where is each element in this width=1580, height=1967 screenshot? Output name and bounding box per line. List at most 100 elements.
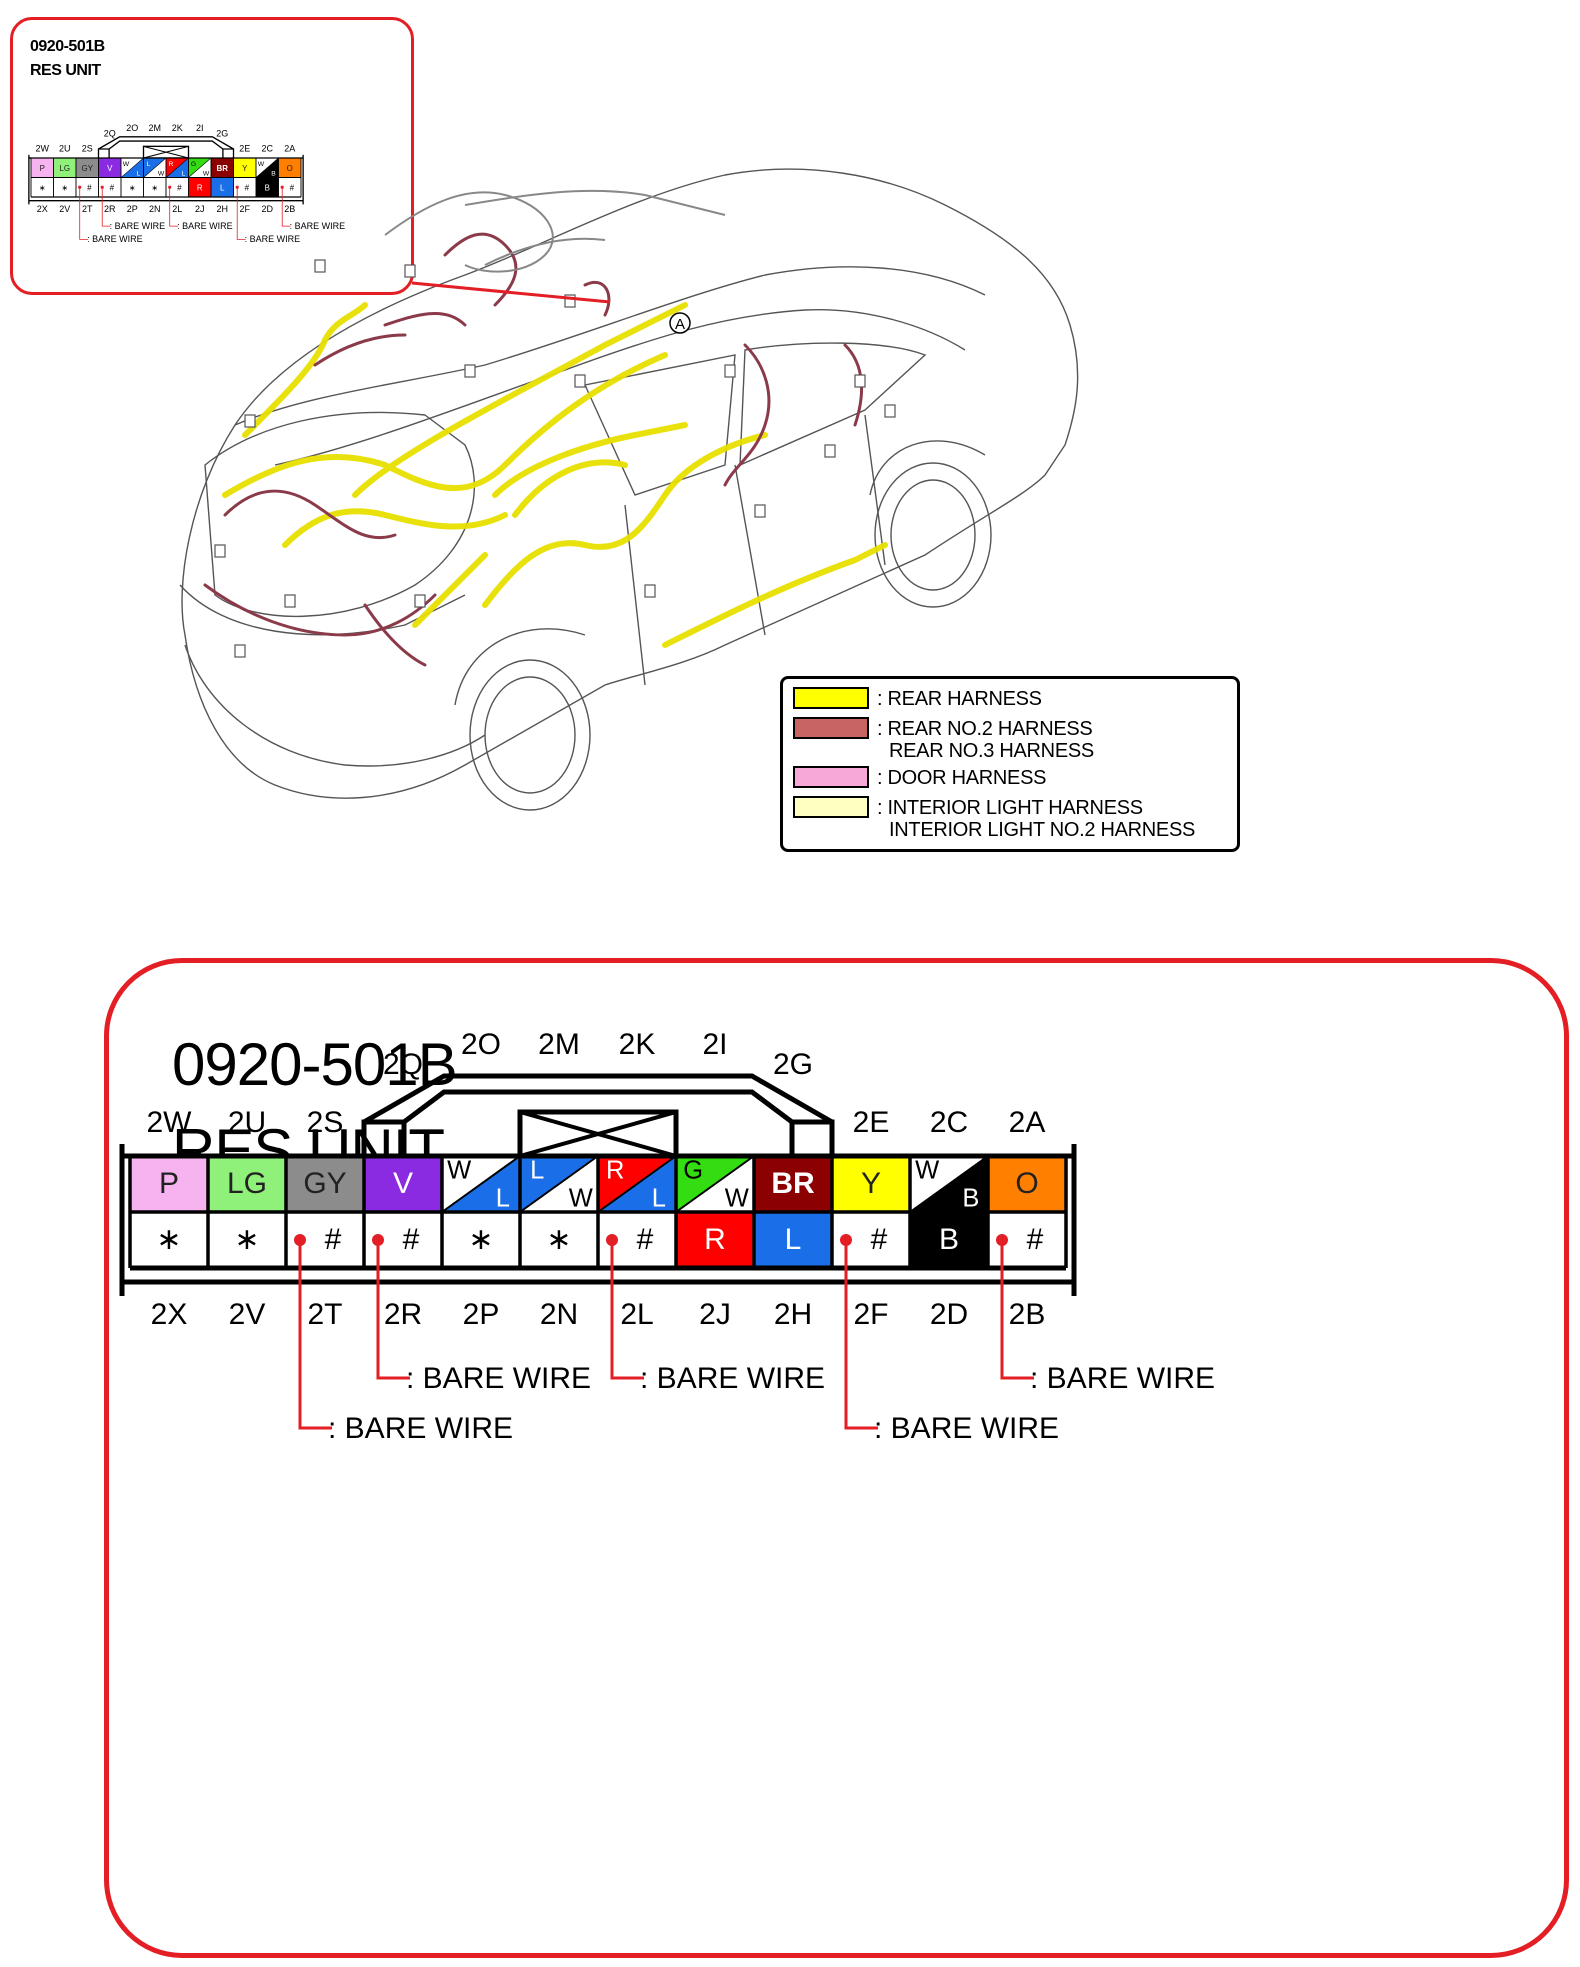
- svg-text:∗: ∗: [129, 183, 136, 192]
- pin-label-bottom: 2J: [699, 1298, 731, 1331]
- pin-cell-2C: WB: [909, 1155, 989, 1213]
- svg-text:B: B: [265, 183, 270, 192]
- pin-label-top: 2E: [239, 144, 250, 154]
- svg-text:#: #: [87, 183, 92, 192]
- bare-wire-label: : BARE WIRE: [290, 221, 346, 231]
- pin-label-bottom: 2D: [261, 204, 273, 214]
- bare-wire-label: : BARE WIRE: [328, 1412, 513, 1445]
- pin-label-bottom: 2L: [620, 1298, 653, 1331]
- pin-cell-2Q: V: [364, 1156, 442, 1212]
- legend-swatch: [793, 687, 869, 709]
- svg-text:Y: Y: [242, 164, 248, 173]
- pin-label-bottom: 2L: [172, 204, 182, 214]
- bare-wire-label: : BARE WIRE: [245, 234, 301, 244]
- pin-label-bottom: 2X: [37, 204, 48, 214]
- svg-text:R: R: [197, 183, 203, 192]
- connector-code: 0920-501B: [172, 1031, 458, 1098]
- pin-label-bottom: 2F: [853, 1298, 888, 1331]
- pin-label-top: 2U: [59, 144, 71, 154]
- pin-label-top: 2W: [36, 144, 50, 154]
- pin-cell-2M: LW: [143, 157, 167, 178]
- pin-cell-2U: LG: [208, 1156, 286, 1212]
- svg-text:G: G: [191, 161, 196, 168]
- bare-wire-label: : BARE WIRE: [177, 221, 233, 231]
- pin-cell-2W: P: [130, 1156, 208, 1212]
- pin-cell-2E: Y: [832, 1156, 910, 1212]
- bare-wire-label: : BARE WIRE: [640, 1362, 825, 1395]
- pin-label-bottom: 2X: [151, 1298, 188, 1331]
- svg-text:L: L: [137, 171, 141, 178]
- callout-connector-name: RES UNIT: [30, 62, 101, 79]
- pin-cell-2N: ∗: [520, 1212, 598, 1268]
- legend-swatch: [793, 766, 869, 788]
- svg-text:#: #: [245, 183, 250, 192]
- pin-label-top: 2G: [773, 1048, 813, 1081]
- pin-cell-2U: LG: [53, 158, 76, 178]
- pin-label-top: 2C: [261, 144, 273, 154]
- svg-text:W: W: [569, 1184, 593, 1212]
- pin-cell-2G: BR: [211, 158, 234, 178]
- pin-label-bottom: 2P: [463, 1298, 500, 1331]
- svg-text:B: B: [271, 171, 276, 178]
- harness-legend: : REAR HARNESS : REAR NO.2 HARNESS REAR …: [780, 676, 1240, 852]
- pin-label-top: 2W: [147, 1106, 193, 1139]
- pin-cell-2V: ∗: [53, 177, 76, 197]
- svg-text:L: L: [182, 171, 186, 178]
- svg-text:BR: BR: [771, 1167, 815, 1200]
- svg-text:∗: ∗: [546, 1223, 571, 1256]
- svg-text:#: #: [290, 183, 295, 192]
- pin-cell-2Q: V: [98, 158, 121, 178]
- pin-label-top: 2U: [228, 1106, 266, 1139]
- svg-text:∗: ∗: [151, 183, 158, 192]
- svg-text:B: B: [939, 1223, 959, 1256]
- pin-cell-2V: ∗: [208, 1212, 286, 1268]
- svg-text:W: W: [258, 161, 265, 168]
- bare-wire-label: : BARE WIRE: [874, 1412, 1059, 1445]
- pin-label-bottom: 2H: [216, 204, 228, 214]
- svg-text:#: #: [325, 1223, 342, 1256]
- pin-cell-2B: #: [278, 177, 301, 197]
- pin-label-bottom: 2N: [540, 1298, 578, 1331]
- pin-label-bottom: 2V: [59, 204, 70, 214]
- pin-label-top: 2O: [126, 123, 138, 133]
- bare-wire-label: : BARE WIRE: [87, 234, 143, 244]
- svg-text:R: R: [169, 161, 174, 168]
- pin-cell-2C: WB: [255, 157, 279, 178]
- svg-text:∗: ∗: [156, 1223, 181, 1256]
- pin-label-bottom: 2B: [1009, 1298, 1046, 1331]
- pin-label-bottom: 2R: [104, 204, 116, 214]
- svg-text:V: V: [107, 164, 113, 173]
- pin-cell-2H: L: [211, 177, 234, 197]
- bare-wire-label: : BARE WIRE: [1030, 1362, 1215, 1395]
- pin-label-top: 2A: [284, 144, 295, 154]
- pin-label-top: 2C: [930, 1106, 968, 1139]
- pin-cell-2K: RL: [597, 1155, 677, 1213]
- svg-text:L: L: [785, 1223, 802, 1256]
- bare-wire-label: : BARE WIRE: [110, 221, 166, 231]
- svg-text:#: #: [403, 1223, 420, 1256]
- pin-label-top: 2O: [461, 1028, 501, 1061]
- svg-text:∗: ∗: [61, 183, 68, 192]
- pin-cell-2O: WL: [441, 1155, 521, 1213]
- pin-label-bottom: 2T: [307, 1298, 342, 1331]
- pin-label-top: 2Q: [383, 1048, 423, 1081]
- pin-cell-2I: GW: [188, 157, 212, 178]
- callout-leader-line: [411, 281, 611, 304]
- svg-text:L: L: [652, 1184, 666, 1212]
- callout-connector-diagram: P∗LG∗GY#V#WL∗LW∗RL#GWRBRLY#WBBO#2W2X2U2V…: [28, 123, 346, 244]
- pin-cell-2N: ∗: [143, 177, 166, 197]
- svg-text:L: L: [147, 161, 151, 168]
- pin-cell-2L: #: [166, 177, 189, 197]
- svg-text:#: #: [1027, 1223, 1044, 1256]
- svg-text:LG: LG: [59, 164, 70, 173]
- svg-text:#: #: [110, 183, 115, 192]
- svg-text:P: P: [40, 164, 45, 173]
- pin-cell-2X: ∗: [130, 1212, 208, 1268]
- svg-text:L: L: [220, 183, 225, 192]
- callout-connector-code: 0920-501B: [30, 38, 105, 55]
- svg-text:W: W: [158, 171, 165, 178]
- pin-label-bottom: 2H: [774, 1298, 812, 1331]
- pin-label-bottom: 2T: [82, 204, 93, 214]
- svg-text:W: W: [725, 1184, 749, 1212]
- svg-text:LG: LG: [227, 1167, 267, 1200]
